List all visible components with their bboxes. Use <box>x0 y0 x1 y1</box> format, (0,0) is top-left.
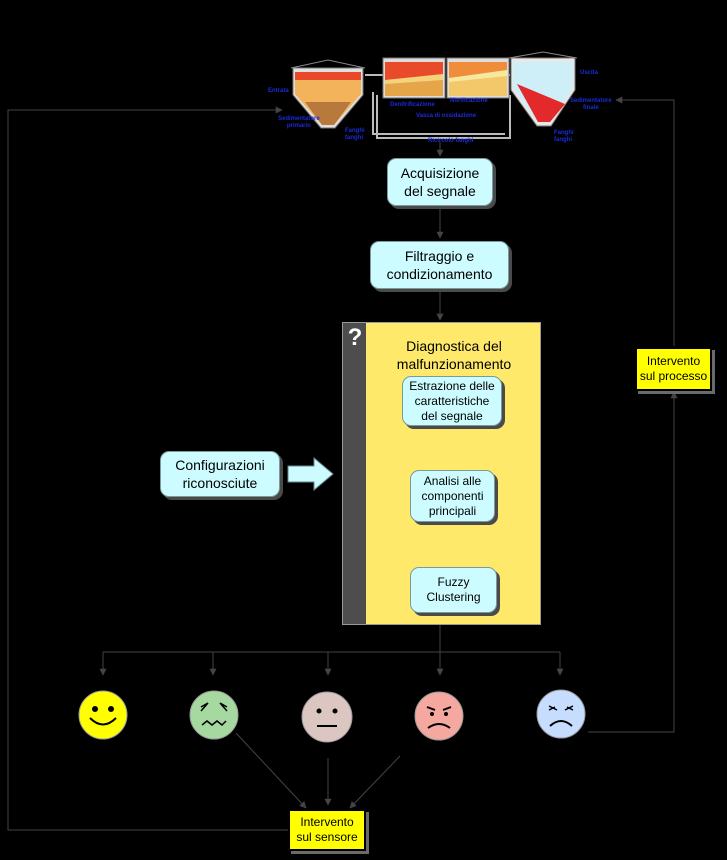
face-neutral-icon <box>301 691 353 743</box>
plant-label-sedimentatore-finale: Sedimentatore finale <box>570 98 612 111</box>
node-intervento-sensore: Intervento sul sensore <box>288 809 366 851</box>
node-estrazione: Estrazione delle caratteristiche del seg… <box>402 376 502 426</box>
plant-label-vasca-ossidazione: Vasca di ossidazione <box>416 113 477 119</box>
face-sad-icon <box>536 689 586 739</box>
node-configurazioni: Configurazioni riconosciute <box>160 451 280 497</box>
plant-label-ricircolo: Ricircolo fanghi <box>428 138 474 144</box>
face-very-happy-icon <box>78 690 128 740</box>
primary-settler <box>290 59 366 129</box>
aeration-basins <box>382 57 510 99</box>
config-arrow <box>287 456 334 492</box>
node-filtraggio: Filtraggio e condizionamento <box>370 241 509 289</box>
treatment-plant-illustration <box>290 51 578 139</box>
plant-label-entrata: Entrata <box>268 88 289 94</box>
plant-label-nitrificazione: Nitrificazione <box>450 98 488 104</box>
plant-label-fango-2: Fanghi fanghi <box>554 130 574 143</box>
face-frowning-icon <box>414 691 464 741</box>
node-analisi: Analisi alle componenti principali <box>410 470 495 522</box>
question-mark-icon: ? <box>347 324 363 351</box>
final-settler <box>508 51 578 127</box>
plant-label-uscita: Uscita <box>580 70 599 76</box>
plant-label-denitrificazione: Denitrificazione <box>390 102 435 108</box>
face-worried-icon <box>189 690 239 740</box>
node-acquisizione: Acquisizione del segnale <box>387 158 493 206</box>
diagnostics-side-strip <box>343 323 366 624</box>
plant-label-sedimentatore-primario: Sedimentatore primario <box>278 116 320 129</box>
node-fuzzy: Fuzzy Clustering <box>410 567 497 613</box>
node-intervento-processo: Intervento sul processo <box>635 347 712 391</box>
plant-label-fango-1: Fanghi fanghi <box>345 128 365 141</box>
diagnostics-title: Diagnostica del malfunzionamento <box>396 338 512 372</box>
